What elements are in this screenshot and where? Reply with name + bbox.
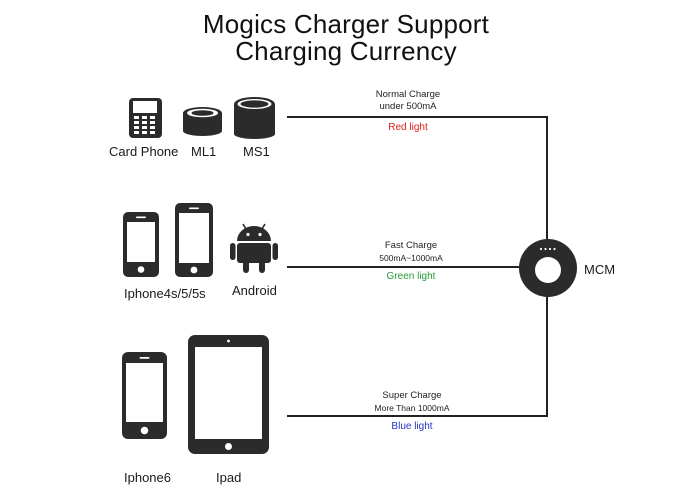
ml1-device-icon xyxy=(183,107,222,136)
connector-lines xyxy=(287,116,548,417)
super-charge-name: Super Charge xyxy=(382,390,442,401)
normal-charge-name: Normal Charge xyxy=(375,89,441,100)
normal-charge-line xyxy=(287,116,548,248)
card-phone-label: Card Phone xyxy=(109,144,179,159)
android-icon xyxy=(230,223,278,273)
iphone6-icon xyxy=(122,352,167,439)
super-charge-line xyxy=(287,293,548,417)
iphone5-icon xyxy=(175,203,213,277)
fast-charge-current: 500mA~1000mA xyxy=(379,253,443,263)
super-charge-light: Blue light xyxy=(391,421,433,432)
ipad-label: Ipad xyxy=(216,470,242,485)
iphone4s-label: Iphone4s/5/5s xyxy=(124,286,206,301)
normal-charge-light: Red light xyxy=(388,122,428,133)
super-charge-current: More Than 1000mA xyxy=(374,403,450,413)
ipad-icon xyxy=(188,335,269,454)
card-phone-icon xyxy=(129,98,162,138)
mcm-label: MCM xyxy=(584,262,616,277)
ml1-label: ML1 xyxy=(191,144,217,159)
iphone4s-icon xyxy=(123,212,159,277)
diagram-title-line2: Charging Currency xyxy=(235,36,457,66)
fast-charge-name: Fast Charge xyxy=(384,240,438,251)
normal-charge-current: under 500mA xyxy=(379,101,437,112)
android-label: Android xyxy=(232,283,277,298)
ms1-label: MS1 xyxy=(243,144,270,159)
fast-charge-light: Green light xyxy=(386,271,436,282)
diagram-title-line1: Mogics Charger Support xyxy=(202,9,490,39)
mcm-device-icon xyxy=(519,239,577,297)
iphone6-label: Iphone6 xyxy=(124,470,171,485)
ms1-device-icon xyxy=(234,97,275,139)
